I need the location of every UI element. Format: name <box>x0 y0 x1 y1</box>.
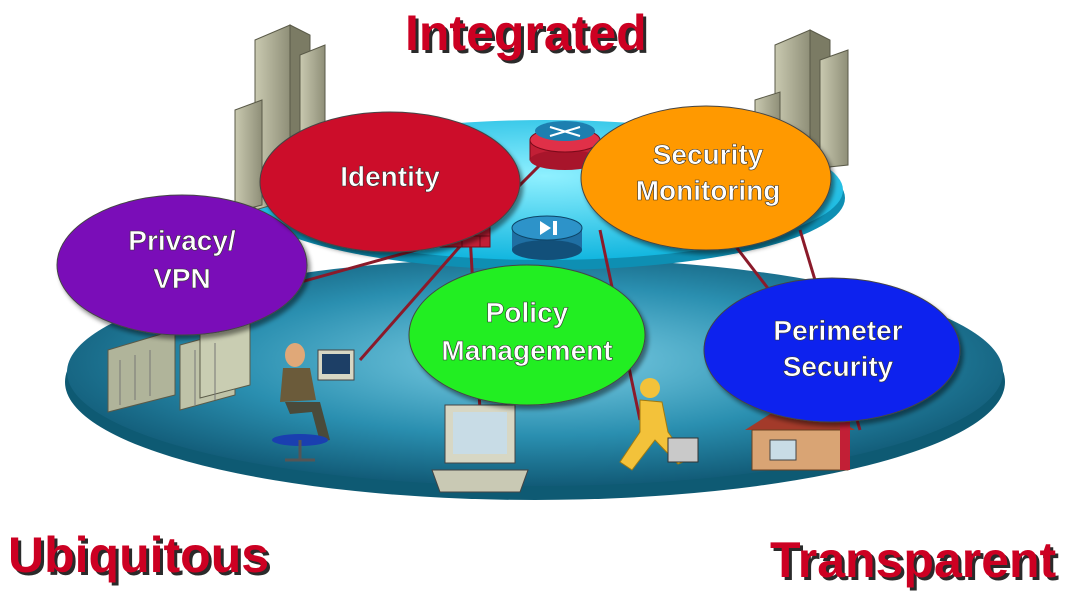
privacy-vpn-circle: Privacy/ VPN <box>56 194 308 336</box>
security-monitoring-line2: Monitoring <box>636 175 781 206</box>
identity-circle-shape <box>259 111 521 253</box>
title-transparent: Transparent <box>770 532 1057 588</box>
router-icon <box>529 121 601 170</box>
privacy-vpn-circle-shape <box>56 194 308 336</box>
perimeter-security-circle: Perimeter Security <box>703 277 961 423</box>
policy-management-circle-shape <box>408 264 646 406</box>
security-monitoring-line1: Security <box>653 139 764 170</box>
security-monitoring-circle-shape <box>580 105 832 251</box>
policy-management-line1: Policy <box>486 297 569 328</box>
perimeter-security-line2: Security <box>783 351 894 382</box>
policy-management-line2: Management <box>441 335 612 366</box>
running-businessman-icon <box>619 378 699 471</box>
security-monitoring-circle: Security Monitoring <box>580 105 832 251</box>
title-integrated: Integrated <box>405 5 647 61</box>
title-ubiquitous: Ubiquitous <box>8 527 270 583</box>
perimeter-security-circle-shape <box>703 277 961 423</box>
vpn-concentrator-icon <box>511 215 583 260</box>
policy-management-circle: Policy Management <box>408 264 646 406</box>
desktop-computer-icon <box>431 404 529 493</box>
privacy-vpn-line2: VPN <box>153 263 211 294</box>
identity-circle: Identity <box>259 111 521 253</box>
privacy-vpn-line1: Privacy/ <box>128 225 236 256</box>
server-rack-icon <box>107 317 251 413</box>
identity-line1: Identity <box>340 161 440 192</box>
person-at-computer-icon <box>272 343 355 462</box>
perimeter-security-line1: Perimeter <box>773 315 902 346</box>
